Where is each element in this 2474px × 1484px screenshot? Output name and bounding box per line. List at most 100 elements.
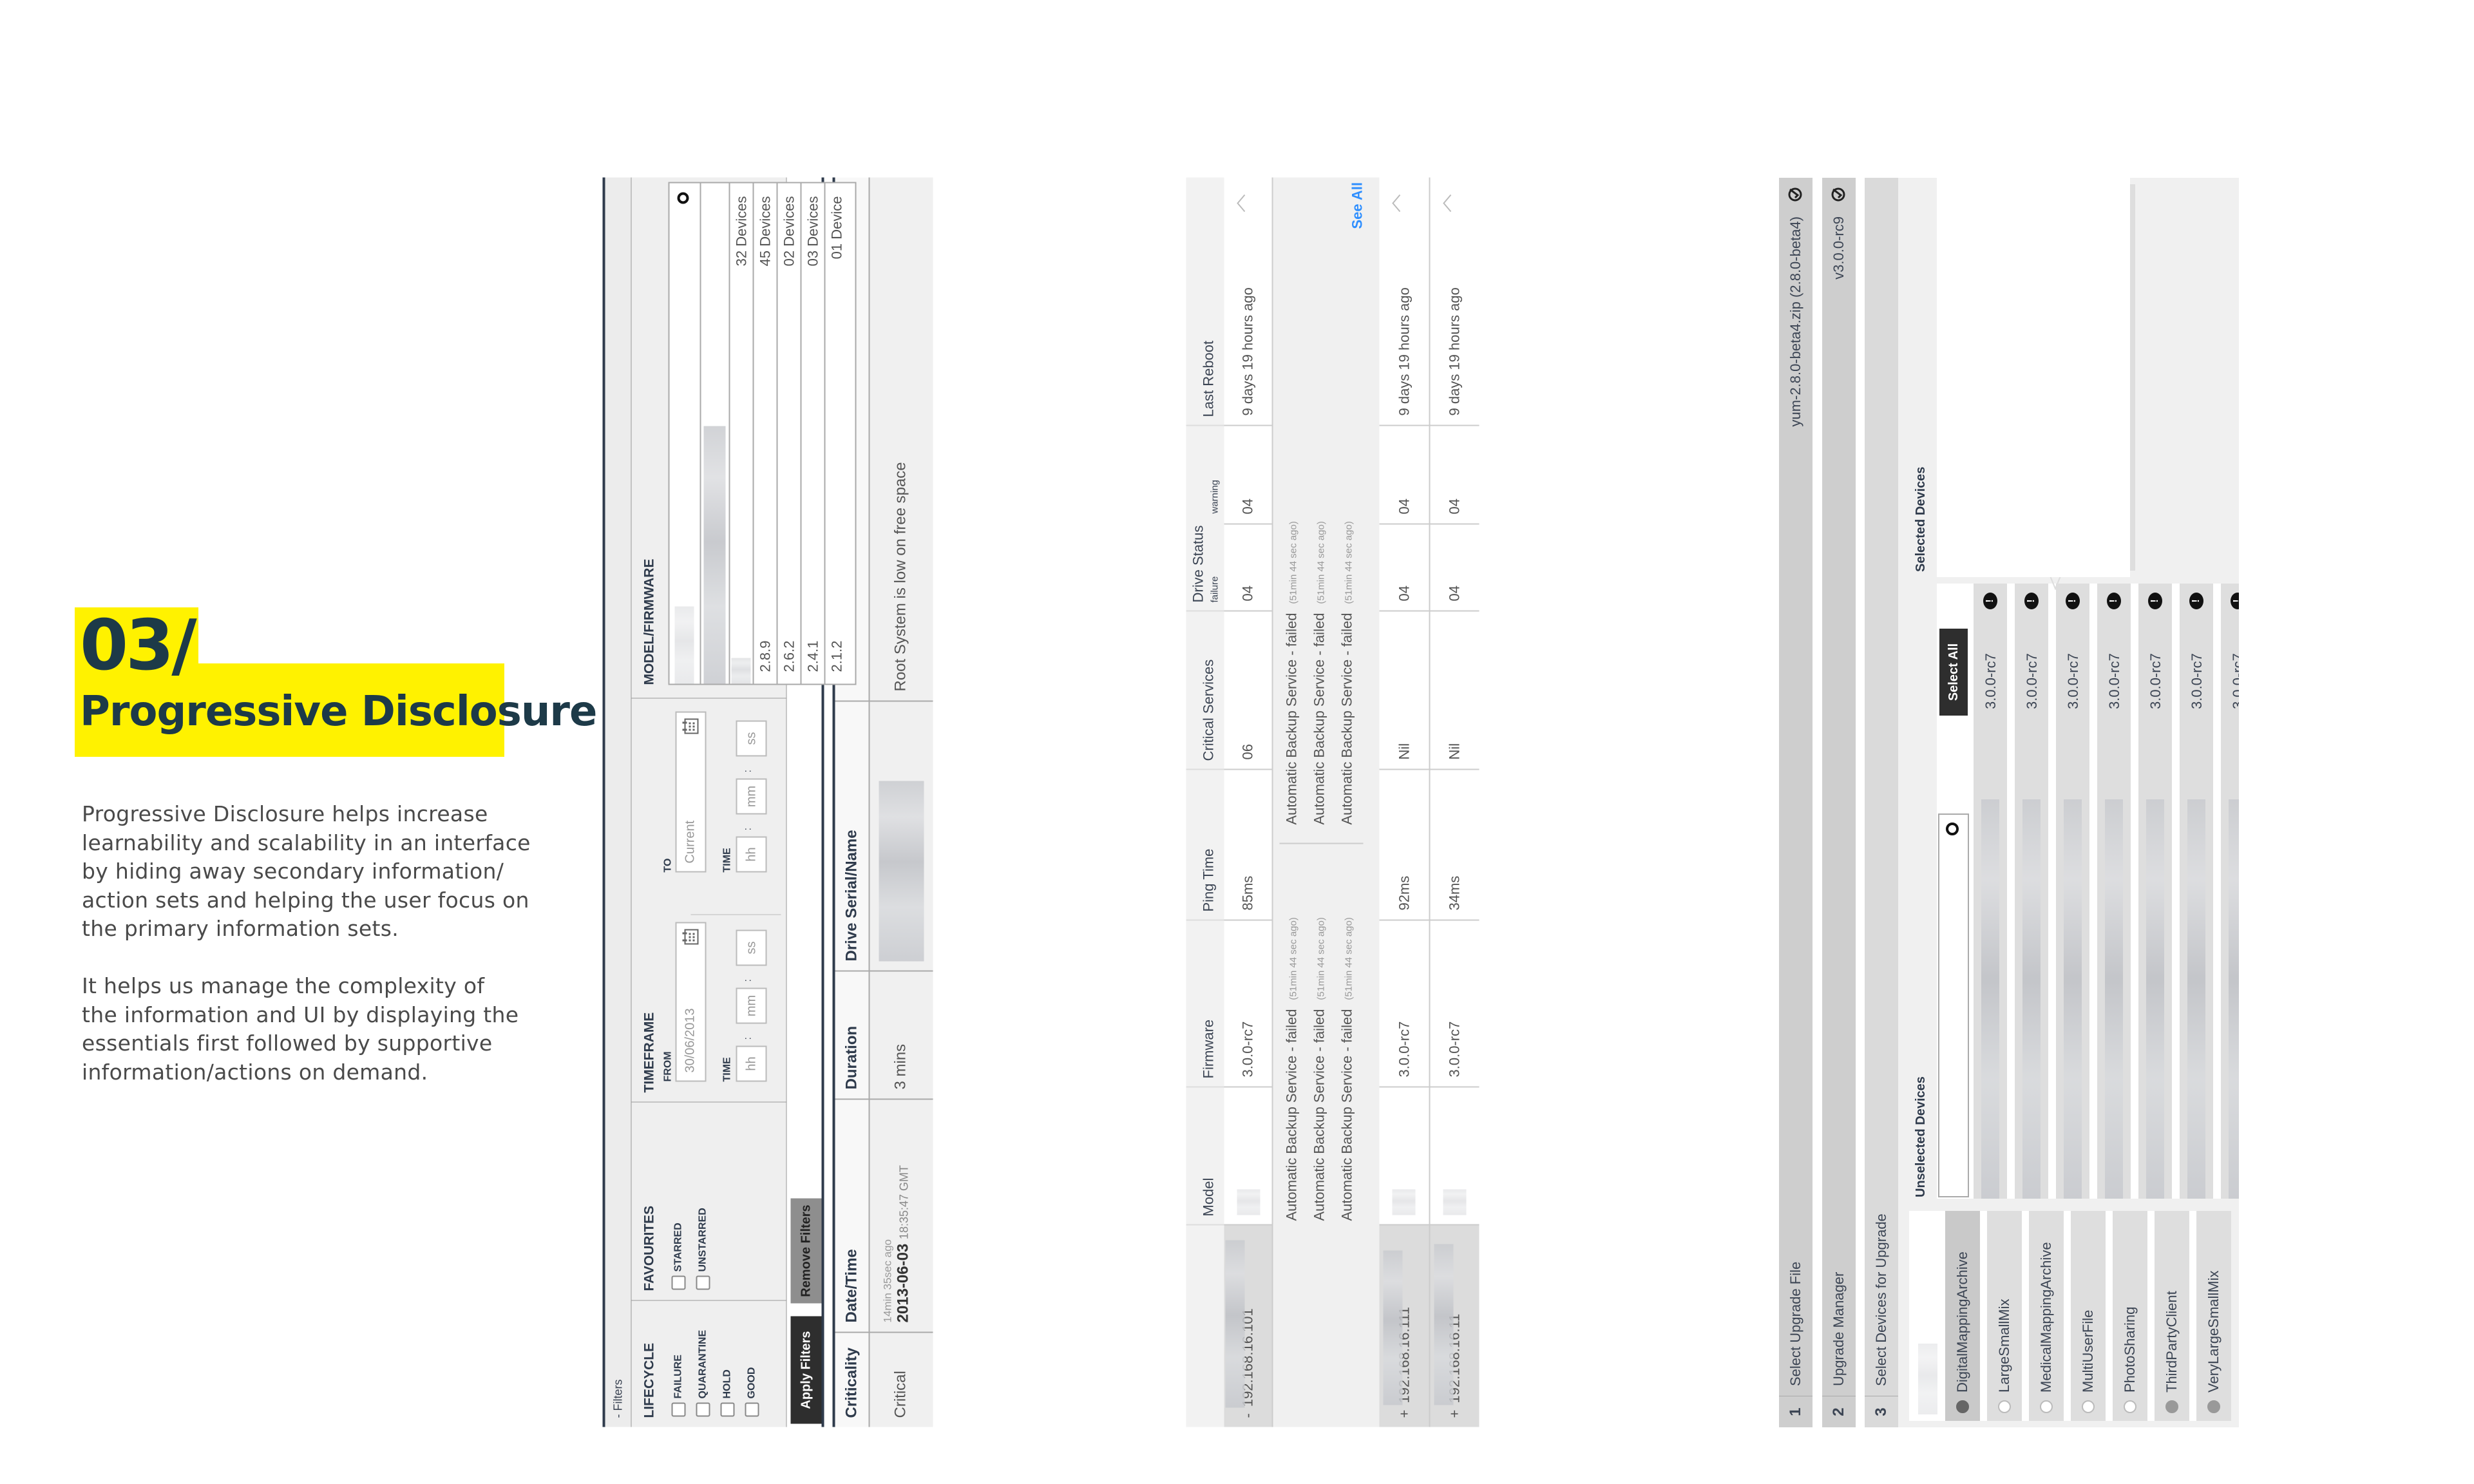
step-1[interactable]: 1 Select Upgrade File yum-2.8.0-beta4.zi… [1779, 178, 1813, 1427]
from-ss-input[interactable]: ss [736, 929, 767, 966]
device-firmware: 3.0.0-rc7 [2106, 653, 2122, 709]
info-icon[interactable]: ! [2107, 593, 2121, 609]
from-mm-input[interactable]: mm [736, 987, 767, 1024]
unselected-device-row[interactable]: 3.0.0-rc7! [2180, 584, 2213, 1199]
category-label: MultiUserFile [2080, 1309, 2096, 1393]
remove-filters-button[interactable]: Remove Filters [790, 1198, 822, 1304]
table-row[interactable]: +192.168.16.111 3.0.0-rc7 92ms Nil 04 04… [1379, 177, 1431, 1427]
failure-checkbox[interactable] [671, 1402, 686, 1417]
calendar-icon[interactable] [682, 929, 700, 946]
column-header[interactable]: Last Reboot [1186, 177, 1224, 425]
category-label: LargeSmallMix [1996, 1298, 2012, 1393]
redacted-text [2022, 799, 2041, 1199]
unselected-device-row[interactable]: 3.0.0-rc7! [2221, 584, 2239, 1199]
device-search-input[interactable] [1938, 813, 1969, 1197]
category-digitalmappingarchive[interactable]: DigitalMappingArchive [1945, 1211, 1980, 1421]
intro-paragraph-2: It helps us manage the complexity of the… [82, 972, 533, 1087]
selected-title: Selected Devices [1914, 466, 1928, 572]
apply-filters-button[interactable]: Apply Filters [790, 1316, 822, 1424]
column-header[interactable]: Critical Services [1186, 610, 1224, 769]
category-medicalmappingarchive[interactable]: MedicalMappingArchive [2029, 1211, 2064, 1421]
redacted-text [879, 781, 924, 962]
hold-checkbox[interactable] [720, 1402, 735, 1417]
edit-icon[interactable] [1831, 187, 1846, 202]
expand-toggle[interactable]: + [1446, 1409, 1463, 1418]
unstarred-checkbox[interactable] [696, 1275, 710, 1290]
intro-paragraph-1: Progressive Disclosure helps increase le… [82, 800, 533, 944]
to-mm-input[interactable]: mm [736, 778, 767, 815]
column-header[interactable]: Model [1186, 1086, 1224, 1224]
info-icon[interactable]: ! [2231, 593, 2239, 609]
column-header[interactable]: Firmware [1186, 919, 1224, 1087]
category-thirdpartyclient[interactable]: ThirdPartyClient [2155, 1211, 2189, 1421]
firmware-cell: 3.0.0-rc7 [1430, 919, 1480, 1087]
column-header-drive-status[interactable]: Drive Status failure warning [1186, 424, 1224, 611]
from-date-input[interactable]: 30/06/2013 [675, 922, 707, 1082]
alert-time: 18:35:47 GMT [897, 1165, 911, 1240]
to-date-input[interactable]: Current [675, 711, 707, 873]
redacted-text [1918, 1344, 1937, 1414]
firmware-version: 2.1.2 [828, 640, 845, 672]
alert-date: 2013-06-03 [894, 1243, 912, 1323]
chevron-up-icon[interactable] [1236, 194, 1246, 213]
starred-checkbox[interactable] [671, 1275, 686, 1290]
column-header[interactable]: Ping Time [1186, 768, 1224, 920]
info-icon[interactable]: ! [2148, 593, 2162, 609]
category-photosharing[interactable]: PhotoSharing [2113, 1211, 2147, 1421]
list-item[interactable] [699, 183, 729, 684]
unselected-device-row[interactable]: 3.0.0-rc7! [2138, 584, 2172, 1199]
expand-toggle[interactable]: + [1396, 1409, 1412, 1418]
redacted-text [674, 606, 694, 684]
search-icon[interactable] [677, 192, 689, 204]
to-hh-input[interactable]: hh [736, 836, 767, 873]
filters-panel: - Filters LIFECYCLE FAILURE QUARANTINE H… [602, 177, 933, 1427]
column-header[interactable]: Criticality [835, 1331, 869, 1427]
edit-icon[interactable] [1787, 187, 1803, 202]
info-icon[interactable]: ! [2189, 593, 2203, 609]
see-all-link[interactable]: See All [1349, 182, 1365, 229]
model-firmware-search[interactable] [670, 184, 700, 684]
device-count: 32 Devices [733, 196, 750, 267]
select-all-button[interactable]: Select All [1939, 629, 1968, 716]
calendar-icon[interactable] [682, 718, 700, 735]
step-2[interactable]: 2 Upgrade Manager v3.0.0-rc9 [1822, 178, 1856, 1427]
table-row[interactable]: +192.168.16.11 3.0.0-rc7 34ms Nil 04 04 … [1430, 178, 1480, 1427]
to-label: TO [662, 858, 674, 873]
list-item[interactable]: 32 Devices [728, 183, 753, 684]
column-header[interactable]: Drive Serial/Name [835, 700, 869, 971]
alert-time: (51min 44 sec ago) [1343, 917, 1355, 1000]
unselected-device-row[interactable]: 3.0.0-rc7! [2097, 584, 2131, 1199]
chevron-up-icon[interactable] [1442, 194, 1452, 213]
alert-item: Automatic Backup Service - failed(51min … [1311, 917, 1328, 1221]
unselected-device-row[interactable]: 3.0.0-rc7! [1974, 584, 2007, 1199]
chevron-up-icon[interactable] [1391, 194, 1402, 213]
alert-text: Automatic Backup Service - failed [1338, 1009, 1355, 1221]
info-icon[interactable]: ! [2024, 593, 2039, 609]
quarantine-checkbox[interactable] [696, 1402, 710, 1417]
filters-toggle[interactable]: - Filters [602, 177, 631, 1427]
table-row[interactable]: -192.168.16.101 3.0.0-rc7 85ms 06 04 04 … [1224, 177, 1273, 1427]
info-icon[interactable]: ! [1983, 593, 1997, 609]
alert-text: Automatic Backup Service - failed [1338, 613, 1355, 825]
to-ss-input[interactable]: ss [736, 720, 767, 757]
unselected-device-row[interactable]: 3.0.0-rc7! [2056, 584, 2089, 1199]
info-icon[interactable]: ! [2066, 593, 2080, 609]
step-3[interactable]: 3 Select Devices for Upgrade [1865, 178, 1898, 1427]
checkbox-label: STARRED [672, 1222, 684, 1272]
good-checkbox[interactable] [745, 1402, 759, 1417]
unselected-device-row[interactable]: 3.0.0-rc7! [2015, 584, 2048, 1199]
from-hh-input[interactable]: hh [736, 1045, 767, 1082]
step-label: Select Upgrade File [1787, 1261, 1803, 1386]
category-verylargesmallmix[interactable]: VeryLargeSmallMix [2196, 1211, 2231, 1421]
collapse-toggle[interactable]: - [1239, 1413, 1256, 1418]
column-header[interactable]: Duration [835, 970, 869, 1099]
column-header[interactable]: Date/Time [835, 1098, 869, 1332]
category-largesmallmix[interactable]: LargeSmallMix [1987, 1211, 2022, 1421]
text-line: the primary information sets. [82, 916, 399, 941]
category-multiuserfile[interactable]: MultiUserFile [2071, 1211, 2106, 1421]
device-firmware: 3.0.0-rc7 [1983, 653, 1999, 709]
